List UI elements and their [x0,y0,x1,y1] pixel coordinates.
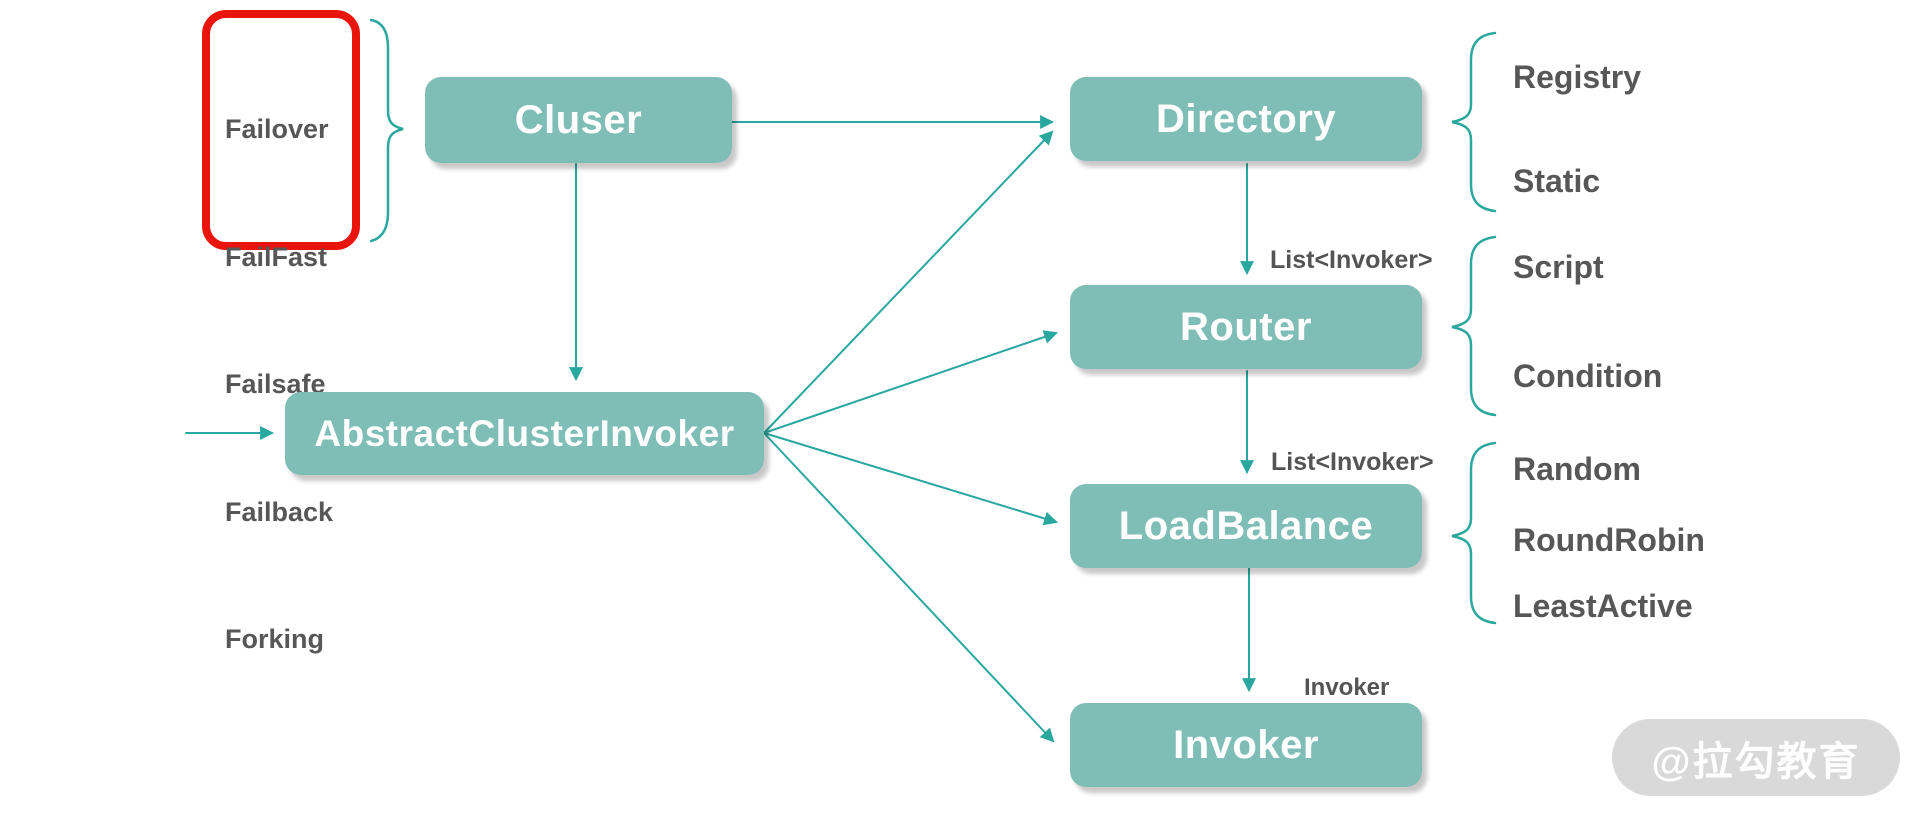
node-load-balance: LoadBalance [1070,484,1422,568]
label-least-active: LeastActive [1513,588,1693,624]
arrow-aci-to-directory [763,130,1054,434]
fault-strategies-list: Failover FailFast Failsafe Failback Fork… [225,23,333,746]
node-directory: Directory [1070,77,1422,161]
brace-load-balance-items [1451,441,1497,625]
label-script: Script [1513,249,1604,285]
brace-router-items [1451,235,1497,417]
node-cluser: Cluser [425,77,732,163]
brace-fault-strategies [369,18,404,243]
watermark-text: @拉勾教育 [1651,739,1861,784]
arrow-aci-to-router [763,330,1058,434]
label-condition: Condition [1513,358,1663,394]
fault-strategy-item: Failback [225,496,334,527]
label-static: Static [1513,163,1601,199]
fault-strategy-item: FailFast [225,241,328,272]
node-abstract-cluster-invoker: AbstractClusterInvoker [285,392,764,475]
edge-label-list-invoker-2: List<Invoker> [1271,448,1434,476]
fault-strategy-item: Failover [225,114,329,144]
arrow-aci-to-load-balance [763,432,1059,526]
arrow-aci-to-invoker [763,432,1055,743]
label-random: Random [1513,451,1641,487]
watermark-badge: @拉勾教育 [1612,719,1900,796]
node-router: Router [1070,285,1422,369]
brace-directory-items [1451,31,1497,213]
node-invoker: Invoker [1070,703,1422,787]
label-round-robin: RoundRobin [1513,522,1705,558]
fault-strategy-item: Forking [225,624,324,654]
label-registry: Registry [1513,59,1642,95]
fault-strategies-box [202,10,360,250]
edge-label-list-invoker-1: List<Invoker> [1270,246,1433,274]
edge-label-invoker: Invoker [1304,674,1390,701]
